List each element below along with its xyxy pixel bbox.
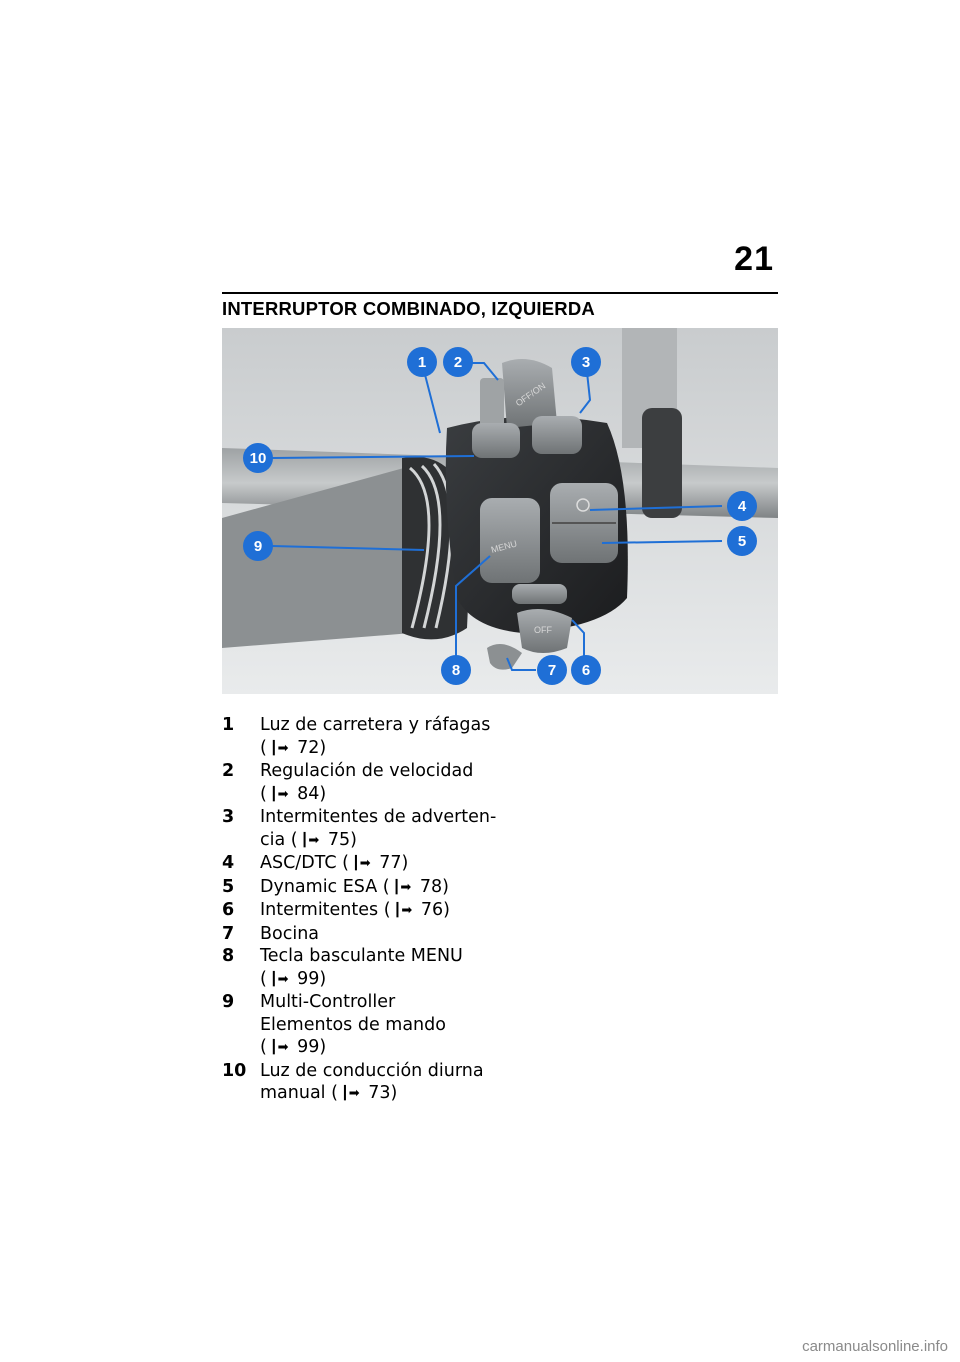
page-reference-link[interactable]: (┃➡ 78) <box>383 877 449 897</box>
legend-line: Bocina <box>260 923 320 944</box>
legend-line: manual (┃➡ 73) <box>260 1082 522 1106</box>
legend-item: 4 ASC/DTC (┃➡ 77) <box>222 852 522 876</box>
legend-line: Tecla basculante MENU <box>260 946 463 966</box>
arrow-right-icon: ┃➡ <box>269 786 289 802</box>
callout-5: 5 <box>727 526 757 556</box>
legend-line: Multi-Controller <box>260 992 396 1012</box>
legend-text: ASC/DTC (┃➡ 77) <box>260 852 522 876</box>
legend-number: 3 <box>222 807 235 827</box>
legend-number: 10 <box>222 1060 247 1081</box>
legend-line: Regulación de velocidad <box>260 761 474 781</box>
legend-line: Dynamic ESA (┃➡ 78) <box>260 876 522 900</box>
legend-line: cia (┃➡ 75) <box>260 829 522 853</box>
legend-item: 6 Intermitentes (┃➡ 76) <box>222 899 522 923</box>
legend-number: 9 <box>222 992 235 1012</box>
page-reference-link[interactable]: (┃➡ 75) <box>291 830 357 850</box>
legend-number: 1 <box>222 715 235 735</box>
svg-text:3: 3 <box>582 354 590 371</box>
section-title: INTERRUPTOR COMBINADO, IZQUIERDA <box>222 298 595 319</box>
legend-line: (┃➡ 99) <box>260 968 522 992</box>
callout-6: 6 <box>571 655 601 685</box>
legend-line: Intermitentes (┃➡ 76) <box>260 899 522 923</box>
callout-8: 8 <box>441 655 471 685</box>
legend-line: (┃➡ 84) <box>260 783 522 807</box>
handlebar-switch-photo: OFF/ON MENU OFF 1 2 3 10 9 4 5 8 7 6 <box>222 328 778 694</box>
callout-10: 10 <box>243 443 273 473</box>
arrow-right-icon: ┃➡ <box>269 1040 289 1055</box>
legend-number: 6 <box>222 900 235 920</box>
arrow-right-icon: ┃➡ <box>392 879 412 895</box>
callout-7: 7 <box>537 655 567 685</box>
page-reference-link[interactable]: (┃➡ 73) <box>331 1083 397 1103</box>
arrow-right-icon: ┃➡ <box>269 971 289 987</box>
legend-number: 8 <box>222 946 235 966</box>
legend-line: Luz de carretera y ráfagas <box>260 715 491 735</box>
legend-line: (┃➡ 72) <box>260 737 522 761</box>
legend-text: Intermitentes de adverten-cia (┃➡ 75) <box>260 806 522 852</box>
legend-line: Elementos de mando <box>260 1014 446 1035</box>
page-reference-link[interactable]: (┃➡ 99) <box>260 1037 326 1057</box>
svg-text:6: 6 <box>582 662 590 679</box>
title-rule <box>222 292 778 294</box>
legend-number: 5 <box>222 876 235 897</box>
legend-text: Luz de carretera y ráfagas (┃➡ 72) <box>260 714 522 760</box>
svg-text:10: 10 <box>250 450 267 467</box>
legend-item: 1 Luz de carretera y ráfagas (┃➡ 72) <box>222 714 522 760</box>
legend-text: Intermitentes (┃➡ 76) <box>260 899 522 923</box>
legend-item: 3 Intermitentes de adverten-cia (┃➡ 75) <box>222 806 522 852</box>
svg-text:9: 9 <box>254 538 262 555</box>
arrow-right-icon: ┃➡ <box>393 903 413 918</box>
legend-text: Regulación de velocidad (┃➡ 84) <box>260 760 522 806</box>
callout-1: 1 <box>407 347 437 377</box>
svg-text:2: 2 <box>454 354 462 371</box>
legend-item: 7 Bocina <box>222 923 522 946</box>
legend-number: 4 <box>222 853 235 873</box>
legend-text: Dynamic ESA (┃➡ 78) <box>260 876 522 900</box>
svg-text:5: 5 <box>738 533 746 550</box>
watermark: carmanualsonline.info <box>802 1338 948 1355</box>
legend-text: Tecla basculante MENU (┃➡ 99) <box>260 945 522 991</box>
arrow-right-icon: ┃➡ <box>351 856 371 871</box>
svg-text:8: 8 <box>452 662 460 679</box>
page-reference-link[interactable]: (┃➡ 84) <box>260 784 326 804</box>
page-reference-link[interactable]: (┃➡ 72) <box>260 738 326 758</box>
legend-list: 1 Luz de carretera y ráfagas (┃➡ 72) 2 Regul… <box>222 714 522 1106</box>
legend-line: ASC/DTC (┃➡ 77) <box>260 852 522 876</box>
page-reference-link[interactable]: (┃➡ 77) <box>342 853 408 873</box>
arrow-right-icon: ┃➡ <box>300 832 320 848</box>
legend-number: 2 <box>222 761 235 781</box>
svg-text:4: 4 <box>738 498 747 515</box>
callout-2: 2 <box>443 347 473 377</box>
callout-4: 4 <box>727 491 757 521</box>
legend-item: 5 Dynamic ESA (┃➡ 78) <box>222 876 522 900</box>
legend-line: Luz de conducción diurna <box>260 1060 484 1081</box>
off-label: OFF <box>534 625 552 635</box>
page-reference-link[interactable]: (┃➡ 76) <box>384 900 450 920</box>
svg-text:1: 1 <box>418 354 426 371</box>
callout-9: 9 <box>243 531 273 561</box>
callout-3: 3 <box>571 347 601 377</box>
legend-item: 8 Tecla basculante MENU (┃➡ 99) <box>222 945 522 991</box>
arrow-right-icon: ┃➡ <box>340 1086 360 1101</box>
legend-number: 7 <box>222 923 235 944</box>
svg-text:7: 7 <box>548 662 556 679</box>
page-number: 21 <box>734 240 774 278</box>
arrow-right-icon: ┃➡ <box>269 740 289 756</box>
page-reference-link[interactable]: (┃➡ 99) <box>260 969 326 989</box>
legend-line: (┃➡ 99) <box>260 1036 522 1060</box>
legend-item: 2 Regulación de velocidad (┃➡ 84) <box>222 760 522 806</box>
legend-line: Intermitentes de adverten- <box>260 807 497 827</box>
legend-text: Bocina <box>260 923 522 946</box>
